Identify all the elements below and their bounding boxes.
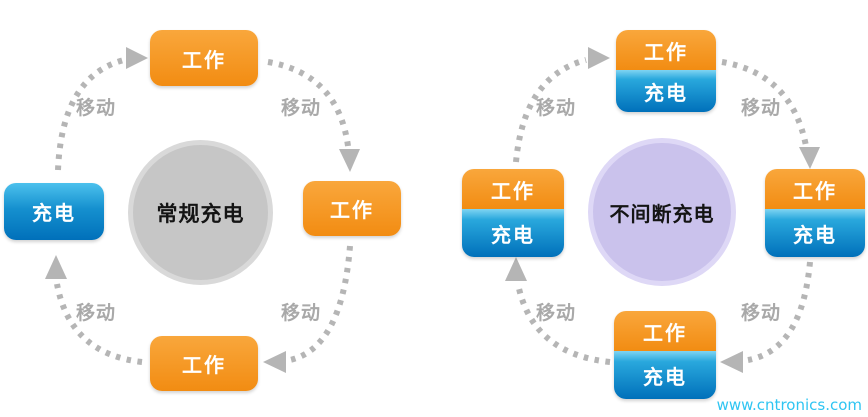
work-charge-stack-top: 工作 充电 xyxy=(616,30,716,112)
work-node-top: 工作 xyxy=(616,30,716,70)
move-label: 移动 xyxy=(76,302,117,324)
charge-node-left: 充电 xyxy=(462,209,564,257)
uninterrupted-charging-label: 不间断充电 xyxy=(609,201,715,226)
move-label: 移动 xyxy=(536,97,577,119)
work-node-bottom: 工作 xyxy=(150,336,258,391)
move-label: 移动 xyxy=(741,97,782,119)
work-node-right: 工作 xyxy=(303,181,401,236)
arrowhead-icon xyxy=(263,351,286,373)
arrowhead-icon xyxy=(588,47,610,69)
work-charge-stack-right: 工作 充电 xyxy=(765,169,865,257)
uninterrupted-charging-center-circle: 不间断充电 xyxy=(588,138,736,286)
regular-charging-label: 常规充电 xyxy=(156,201,245,226)
move-label: 移动 xyxy=(281,97,322,119)
move-label: 移动 xyxy=(76,97,117,119)
arrowhead-icon xyxy=(720,351,743,373)
charge-node-bottom: 充电 xyxy=(614,351,716,399)
arrowhead-icon xyxy=(126,47,148,69)
move-label: 移动 xyxy=(281,302,322,324)
charge-node-left: 充电 xyxy=(4,183,104,240)
work-charge-stack-bottom: 工作 充电 xyxy=(614,311,716,399)
charge-node-right: 充电 xyxy=(765,209,865,257)
work-charge-stack-left: 工作 充电 xyxy=(462,169,564,257)
move-label: 移动 xyxy=(536,302,577,324)
arrowhead-icon xyxy=(505,257,527,281)
charge-node-top: 充电 xyxy=(616,70,716,112)
regular-charging-center-circle: 常规充电 xyxy=(128,140,273,285)
move-label: 移动 xyxy=(741,302,782,324)
arrowhead-icon xyxy=(45,255,67,279)
work-node-right: 工作 xyxy=(765,169,865,209)
arrowhead-icon xyxy=(799,147,820,169)
work-node-bottom: 工作 xyxy=(614,311,716,351)
work-node-top: 工作 xyxy=(150,30,258,86)
watermark: www.cntronics.com xyxy=(716,396,862,414)
arrowhead-icon xyxy=(339,149,360,172)
work-node-left: 工作 xyxy=(462,169,564,209)
